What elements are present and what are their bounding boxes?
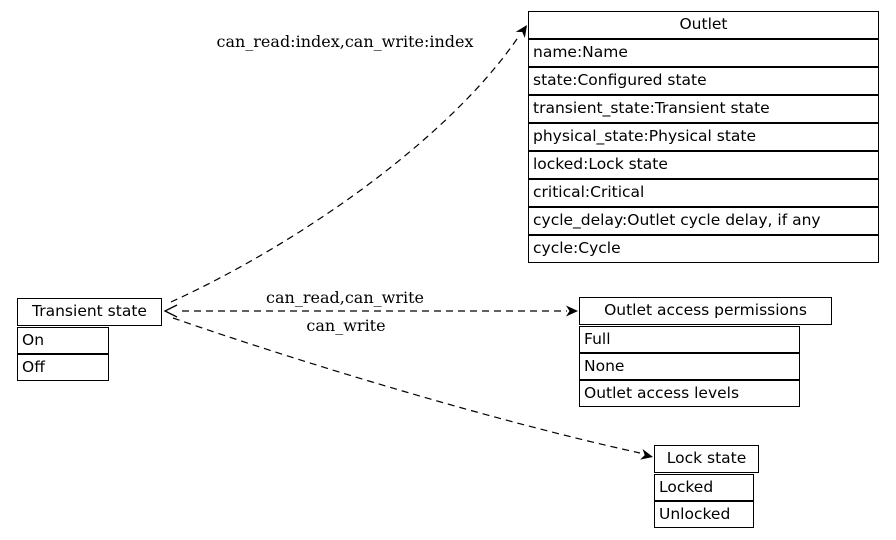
arrowhead-to-transient-icon [163,304,178,318]
lock-state-row: Locked [654,474,754,501]
outlet-field-row: name:Name [528,39,879,67]
outlet-field-row: cycle_delay:Outlet cycle delay, if any [528,207,879,235]
edge-label-outlet: can_read:index,can_write:index [216,32,474,51]
outlet-field-row: state:Configured state [528,67,879,95]
lock-state-table-title: Lock state [654,445,759,473]
arrowhead-to-lock-icon [640,448,653,460]
arrowhead-to-permissions-icon [566,305,578,317]
edge-label-lock: can_write [306,316,386,335]
outlet-field-row: critical:Critical [528,179,879,207]
arrowhead-to-outlet-icon [515,25,527,39]
outlet-access-permissions-row: Full [579,326,800,353]
transient-state-row: Off [17,354,109,381]
lock-state-row: Unlocked [654,501,754,528]
edge-label-permissions: can_read,can_write [266,288,424,307]
transient-state-row: On [17,327,109,354]
outlet-table-title: Outlet [528,11,879,39]
edge-to-outlet [170,35,520,303]
outlet-access-permissions-row: Outlet access levels [579,380,800,407]
edge-to-lock [172,317,641,454]
transient-state-table-title: Transient state [17,298,162,326]
outlet-access-permissions-row: None [579,353,800,380]
outlet-access-permissions-table-title: Outlet access permissions [579,297,832,325]
outlet-field-row: transient_state:Transient state [528,95,879,123]
outlet-field-row: locked:Lock state [528,151,879,179]
outlet-field-row: physical_state:Physical state [528,123,879,151]
outlet-field-row: cycle:Cycle [528,235,879,263]
